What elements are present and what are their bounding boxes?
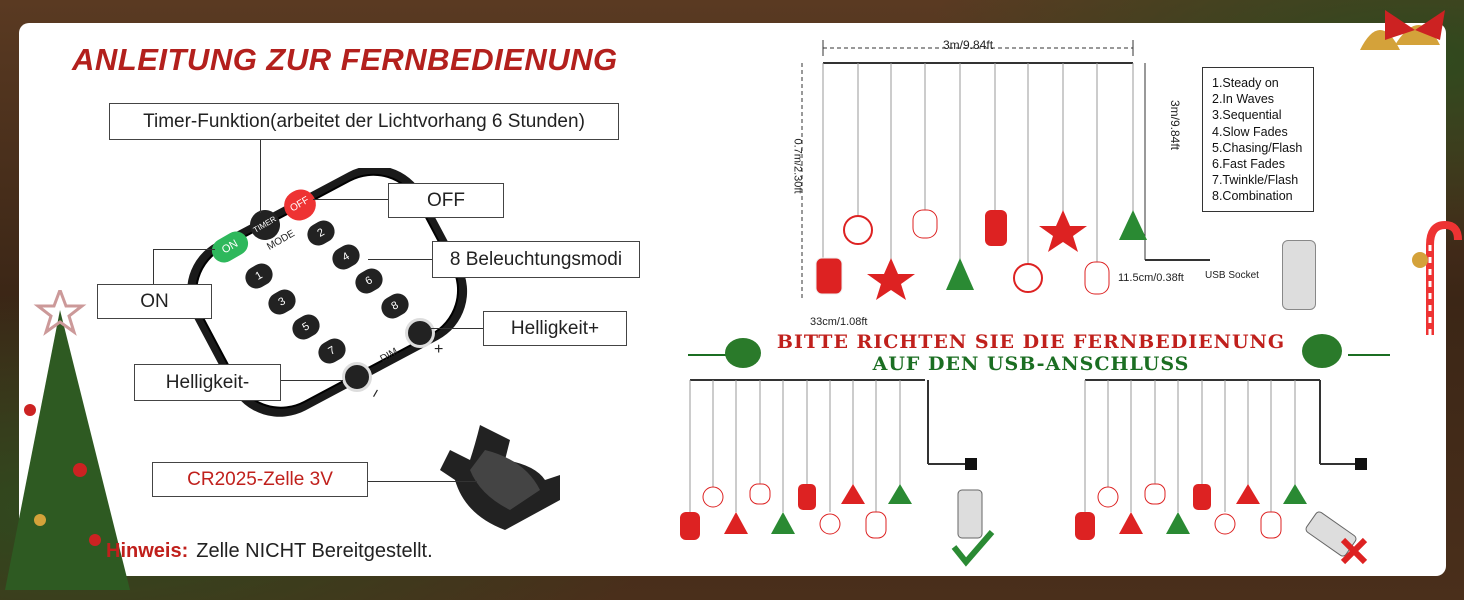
banner-rule-left — [688, 354, 732, 356]
height-dimension: 3m/9.84ft — [1168, 99, 1183, 151]
holly-left-icon — [725, 338, 761, 368]
battery-note: Hinweis: Zelle NICHT Bereitgestellt. — [106, 540, 433, 563]
spacing-dimension: 33cm/1.08ft — [810, 316, 868, 328]
small-remote-icon — [1282, 240, 1316, 310]
remote-plus-label: + — [434, 341, 444, 358]
curtain-light-diagram — [801, 40, 1210, 300]
candy-cane-decoration — [1412, 220, 1462, 335]
banner-line-2: AUF DEN USB-ANSCHLUSS — [872, 353, 1190, 375]
timer-function-label: Timer-Funktion(arbeitet der Lichtvorhang… — [109, 103, 619, 140]
mode-item: 1.Steady on — [1212, 76, 1279, 90]
correct-usage-diagram — [680, 379, 995, 567]
drop-dimension: 0.7m/2.30ft — [791, 138, 804, 194]
mode-item: 6.Fast Fades — [1212, 157, 1285, 172]
callout-line-bright-plus — [430, 328, 483, 329]
remote-brightness-down-button[interactable] — [342, 362, 372, 392]
mode-item: 3.Sequential — [1212, 108, 1282, 123]
page-title: ANLEITUNG ZUR FERNBEDIENUNG — [72, 42, 618, 77]
banner-line-1: BITTE RICHTEN SIE DIE FERNBEDIENUNG — [776, 331, 1286, 353]
mode-item: 7.Twinkle/Flash — [1212, 173, 1299, 188]
battery-label: CR2025-Zelle 3V — [152, 462, 368, 497]
remote-brightness-up-button[interactable] — [405, 318, 435, 348]
lighting-modes-label: 8 Beleuchtungsmodi — [432, 241, 640, 278]
callout-line-timer — [260, 138, 261, 213]
incorrect-usage-diagram — [1075, 379, 1368, 565]
mode-item: 5.Chasing/Flash — [1212, 140, 1303, 155]
battery-cover-illustration — [440, 425, 560, 530]
width-dimension: 3m/9.84ft — [943, 38, 994, 52]
callout-line-on-h — [153, 249, 215, 250]
callout-line-off — [313, 199, 388, 200]
note-label: Hinweis: — [106, 540, 189, 562]
christmas-tree-decoration — [5, 290, 130, 590]
bells-decoration — [1360, 10, 1445, 50]
banner-rule-right — [1348, 354, 1390, 356]
brightness-up-label: Helligkeit+ — [483, 311, 627, 346]
on-label: ON — [97, 284, 212, 319]
usb-socket-label: USB Socket — [1205, 270, 1259, 281]
callout-line-modes — [368, 259, 432, 260]
brightness-down-label: Helligkeit- — [134, 364, 281, 401]
note-text: Zelle NICHT Bereitgestellt. — [196, 540, 433, 562]
mode-item: 4.Slow Fades — [1212, 124, 1288, 139]
mode-item: 8.Combination — [1212, 189, 1293, 204]
ornament-stocking-icon — [815, 257, 843, 295]
mode-item: 2.In Waves — [1212, 92, 1275, 107]
callout-line-on-v — [153, 249, 154, 285]
callout-line-bright-minus — [279, 380, 343, 381]
lighting-modes-list: 1.Steady on 2.In Waves 3.Sequential 4.Sl… — [1202, 67, 1314, 212]
callout-line-battery — [365, 481, 477, 482]
holly-right-icon — [1302, 334, 1342, 368]
off-label: OFF — [388, 183, 504, 218]
ornament-size-dimension: 11.5cm/0.38ft — [1118, 272, 1184, 284]
